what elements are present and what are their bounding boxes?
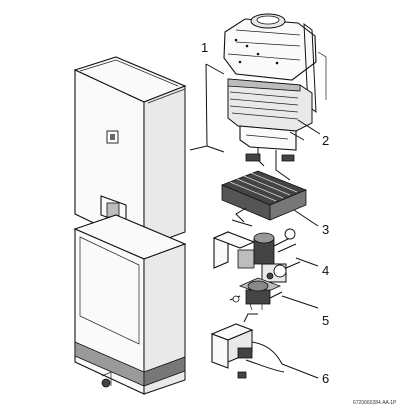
callout-5: 5 [322,313,329,328]
electronics-bracket [210,313,285,379]
callout-4-leader [295,257,319,267]
callout-6-leader [281,363,319,379]
burner [220,170,308,227]
callout-3-leader [293,209,319,227]
callout-2-leader [297,119,321,135]
callout-2: 2 [322,133,329,148]
lower-casing [73,214,187,395]
water-valve-assembly [212,228,301,283]
callout-4: 4 [322,263,329,278]
callout-3: 3 [322,222,329,237]
gas-valve [229,277,283,311]
callout-5-leader [281,295,319,309]
callout-6: 6 [322,371,329,386]
reference-code: 6720660284.AA.1P [353,400,397,406]
heat-exchanger-assembly [223,13,327,181]
callout-1-leader [189,63,225,153]
control-knob-badge [106,130,119,144]
upper-casing [73,56,187,248]
callout-1: 1 [201,40,208,55]
